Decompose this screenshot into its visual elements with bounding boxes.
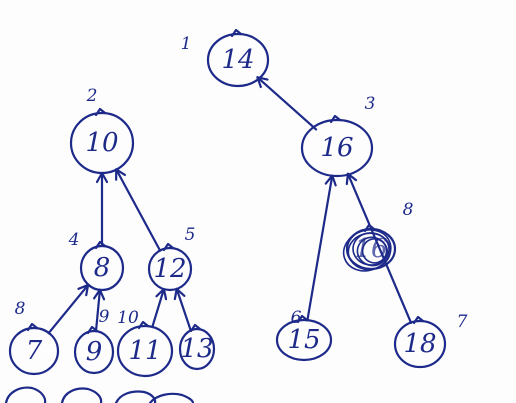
node-value: 13 [180, 334, 213, 364]
node-value: 15 [287, 325, 320, 355]
tree-node-n18: 18 7 [393, 312, 468, 369]
node-index-label: 6 [291, 308, 302, 328]
tree-node-n14: 14 1 [181, 28, 270, 88]
node-index-label: 2 [86, 86, 98, 106]
node-circle [300, 118, 374, 178]
node-circle [116, 324, 174, 378]
node-value: 8 [94, 253, 111, 283]
node-circle [69, 111, 135, 175]
edge-n11-n12 [151, 287, 168, 329]
tree-node-n12: 125 [147, 225, 196, 292]
node-index-label: 7 [457, 312, 468, 332]
node-circle [73, 329, 115, 375]
node-index-label: 1 [181, 34, 192, 54]
tree-node-n16b: 16 8 [342, 200, 414, 272]
tree-node-n8: 84 [68, 230, 125, 292]
node-index-label: 9 [99, 307, 110, 327]
node-circle [393, 319, 447, 369]
tree-node-n10: 10 2 [69, 86, 135, 175]
node-circle [8, 326, 60, 376]
tree-node-n16: 16 3 [300, 94, 376, 178]
node-index-label: 10 [117, 308, 139, 328]
node-index-label: 4 [68, 230, 80, 250]
node-circle [275, 318, 333, 362]
edge-n8-n10 [95, 171, 109, 248]
cut-off-bottom-nodes [4, 386, 195, 403]
node-circle [206, 32, 270, 88]
node-value: 14 [221, 45, 254, 75]
node-index-label: 8 [15, 299, 26, 319]
tree-node-n15: 156 [275, 308, 333, 362]
node-value: 18 [403, 329, 436, 359]
node-value: 10 [85, 128, 118, 158]
node-index-label: 5 [185, 225, 196, 245]
tree-node-n7: 78 [8, 299, 60, 376]
edge-n12-n10 [115, 168, 162, 252]
edge-n7-n8 [47, 283, 90, 335]
node-value: 16 [354, 234, 387, 264]
tree-edges [47, 76, 413, 335]
node-value: 16 [320, 133, 353, 163]
edge-n15-n16 [306, 174, 337, 322]
node-circle [79, 244, 125, 292]
edge-n13-n12 [173, 287, 192, 332]
edge-n16-n14 [256, 76, 318, 131]
tree-node-n13: 13 [178, 323, 216, 371]
node-value: 7 [26, 336, 43, 366]
node-circle [178, 327, 216, 371]
node-value: 11 [128, 336, 161, 366]
node-circle [147, 246, 193, 292]
node-value: 12 [153, 254, 186, 284]
node-value: 9 [86, 337, 103, 367]
tree-node-n9: 99 [73, 307, 115, 375]
node-index-label: 3 [365, 94, 376, 114]
node-index-label: 8 [403, 200, 414, 220]
